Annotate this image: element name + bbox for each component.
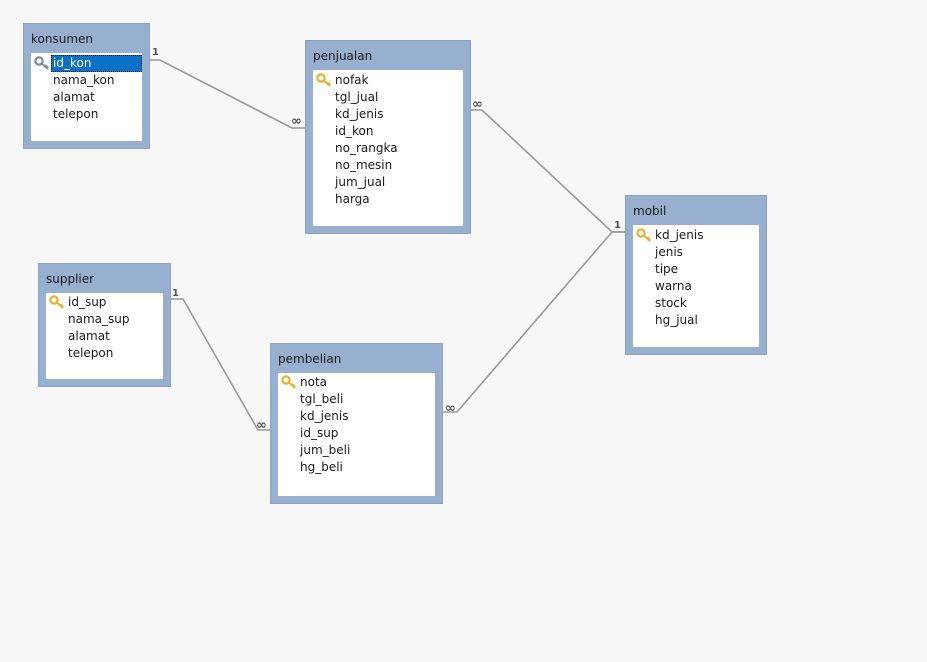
key-icon	[34, 56, 49, 70]
field-label: tgl_beli	[300, 392, 344, 406]
field-harga[interactable]: harga	[313, 191, 463, 208]
cardinality-penjualan-many: ∞	[291, 114, 302, 129]
field-kd-jenis[interactable]: kd_jenis	[633, 227, 759, 244]
field-label: stock	[655, 296, 687, 310]
field-stock[interactable]: stock	[633, 295, 759, 312]
field-label: hg_jual	[655, 313, 698, 327]
field-warna[interactable]: warna	[633, 278, 759, 295]
field-list-penjualan[interactable]: nofak tgl_jual kd_jenis id_kon no_rangka…	[313, 70, 463, 226]
table-title-supplier[interactable]: supplier	[46, 272, 95, 286]
field-id-sup[interactable]: id_sup	[46, 294, 163, 311]
field-tipe[interactable]: tipe	[633, 261, 759, 278]
field-tgl-beli[interactable]: tgl_beli	[278, 391, 435, 408]
field-kd-jenis[interactable]: kd_jenis	[313, 106, 463, 123]
field-list-konsumen[interactable]: id_kon nama_kon alamat telepon	[31, 53, 142, 141]
field-list-supplier[interactable]: id_sup nama_sup alamat telepon	[46, 293, 163, 379]
table-mobil[interactable]: mobil kd_jenis jenis tipe warna stock	[625, 195, 767, 355]
cardinality-pembelian-many-supplier: ∞	[256, 418, 267, 433]
field-jum-beli[interactable]: jum_beli	[278, 442, 435, 459]
key-icon	[316, 73, 331, 87]
field-alamat[interactable]: alamat	[46, 328, 163, 345]
field-nota[interactable]: nota	[278, 374, 435, 391]
field-label: alamat	[53, 90, 95, 104]
field-label: kd_jenis	[300, 409, 349, 423]
relationship-konsumen-penjualan[interactable]	[150, 59, 306, 129]
field-label: kd_jenis	[655, 228, 704, 242]
table-title-pembelian[interactable]: pembelian	[278, 352, 342, 366]
field-label: id_kon	[51, 55, 142, 72]
field-jum-jual[interactable]: jum_jual	[313, 174, 463, 191]
field-id-kon[interactable]: id_kon	[313, 123, 463, 140]
field-label: harga	[335, 192, 370, 206]
field-telepon[interactable]: telepon	[31, 106, 142, 123]
field-list-mobil[interactable]: kd_jenis jenis tipe warna stock hg_jual	[633, 225, 759, 347]
table-title-mobil[interactable]: mobil	[633, 204, 667, 218]
field-no-mesin[interactable]: no_mesin	[313, 157, 463, 174]
cardinality-pembelian-many-mobil: ∞	[445, 401, 456, 416]
field-label: id_kon	[335, 124, 374, 138]
field-label: jum_jual	[335, 175, 386, 189]
cardinality-mobil-one-penjualan: 1	[614, 220, 621, 231]
table-title-konsumen[interactable]: konsumen	[31, 32, 94, 46]
table-pembelian[interactable]: pembelian nota tgl_beli kd_jenis id_sup …	[270, 343, 443, 504]
field-hg-jual[interactable]: hg_jual	[633, 312, 759, 329]
key-icon	[49, 295, 64, 309]
field-kd-jenis[interactable]: kd_jenis	[278, 408, 435, 425]
relationship-mobil-pembelian[interactable]	[443, 231, 626, 413]
field-label: nota	[300, 375, 328, 389]
field-label: alamat	[68, 329, 110, 343]
relationship-supplier-pembelian[interactable]	[171, 298, 271, 431]
field-no-rangka[interactable]: no_rangka	[313, 140, 463, 157]
key-icon	[636, 228, 651, 242]
field-jenis[interactable]: jenis	[633, 244, 759, 261]
field-alamat[interactable]: alamat	[31, 89, 142, 106]
field-telepon[interactable]: telepon	[46, 345, 163, 362]
field-nama-sup[interactable]: nama_sup	[46, 311, 163, 328]
field-nofak[interactable]: nofak	[313, 72, 463, 89]
table-supplier[interactable]: supplier id_sup nama_sup alamat telepon	[38, 263, 171, 387]
field-label: no_mesin	[335, 158, 393, 172]
table-konsumen[interactable]: konsumen id_kon nama_kon alamat telepon	[23, 23, 150, 149]
field-nama-kon[interactable]: nama_kon	[31, 72, 142, 89]
field-label: id_sup	[300, 426, 339, 440]
field-label: kd_jenis	[335, 107, 384, 121]
field-label: tgl_jual	[335, 90, 379, 104]
field-label: warna	[655, 279, 692, 293]
field-id-kon[interactable]: id_kon	[31, 55, 142, 72]
field-label: tipe	[655, 262, 679, 276]
field-list-pembelian[interactable]: nota tgl_beli kd_jenis id_sup jum_beli h…	[278, 373, 435, 496]
table-title-penjualan[interactable]: penjualan	[313, 49, 373, 63]
field-label: telepon	[68, 346, 114, 360]
cardinality-konsumen-one: 1	[152, 47, 159, 58]
cardinality-penjualan-many-mobil: ∞	[472, 97, 483, 112]
field-label: hg_beli	[300, 460, 343, 474]
field-label: nofak	[335, 73, 369, 87]
field-id-sup[interactable]: id_sup	[278, 425, 435, 442]
field-hg-beli[interactable]: hg_beli	[278, 459, 435, 476]
cardinality-supplier-one: 1	[172, 288, 179, 299]
table-penjualan[interactable]: penjualan nofak tgl_jual kd_jenis id_kon…	[305, 40, 471, 234]
field-label: jenis	[655, 245, 683, 259]
field-label: jum_beli	[300, 443, 351, 457]
field-tgl-jual[interactable]: tgl_jual	[313, 89, 463, 106]
relationship-mobil-penjualan[interactable]	[471, 109, 626, 233]
field-label: telepon	[53, 107, 99, 121]
field-label: id_sup	[68, 295, 107, 309]
field-label: no_rangka	[335, 141, 398, 155]
field-label: nama_sup	[68, 312, 130, 326]
field-label: nama_kon	[53, 73, 115, 87]
key-icon	[281, 375, 296, 389]
